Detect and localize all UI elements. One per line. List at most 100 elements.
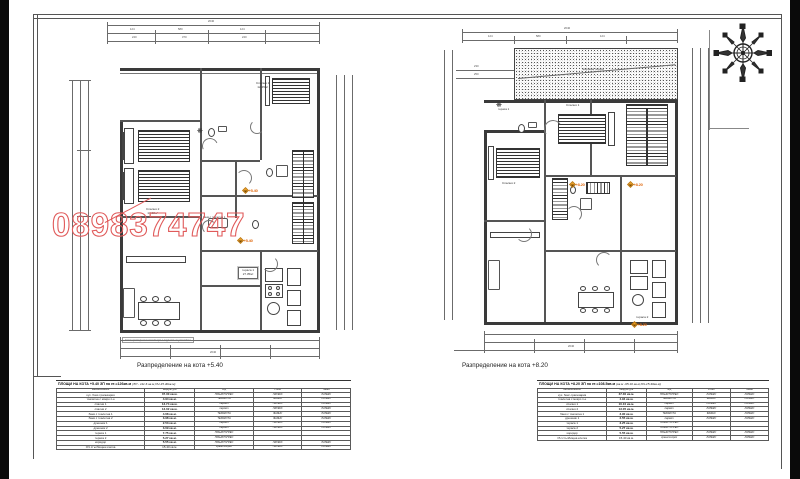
interior-wall-h4: [200, 250, 318, 252]
dim-tick: [319, 22, 320, 44]
dim-text-top-total: 2040: [208, 20, 215, 23]
room-label-bedroom-2: Спалня 2: [502, 181, 515, 186]
plant-symbol-icon: ❋: [496, 102, 502, 109]
plant-symbol-icon: ❋: [197, 128, 203, 135]
dim-chain-right-1: [336, 75, 337, 330]
counter-furniture: [126, 256, 186, 263]
table-cell: гранитогрес: [194, 444, 254, 451]
dim-chain-right-2: [700, 48, 701, 323]
staircase-landing: [586, 182, 610, 194]
dim-chain-left-2: [452, 50, 453, 320]
dim-tick: [534, 339, 535, 353]
exterior-wall-bottom: [120, 330, 320, 333]
plan-left-caption: Разпределение на кота +5.40: [137, 362, 223, 369]
kitchen-unit: [652, 302, 666, 318]
interior-wall-h2: [120, 216, 200, 218]
dim-text-top-c: 124: [240, 28, 245, 31]
areas-table-right: ПЛОЩИ НА КОТА +8.20 ЗП на ет.=108.5кв.м …: [536, 380, 770, 441]
right-black-bar: [790, 0, 800, 479]
interior-wall-h6: [200, 285, 260, 287]
toilet-fixture: [518, 124, 525, 133]
bed-furniture: [138, 170, 190, 202]
roof-terrace-area: [514, 48, 678, 100]
dim-tick: [77, 150, 91, 151]
door-swing-arc: [250, 120, 264, 134]
dim-tick: [120, 337, 121, 359]
fridge-appliance: [652, 260, 666, 278]
hob-burner: [276, 292, 280, 296]
dim-tick: [462, 29, 463, 43]
bed-furniture: [272, 78, 310, 104]
dim-tick: [265, 30, 266, 44]
compass-guide-line: [709, 30, 710, 130]
exterior-wall-top-inner: [120, 73, 320, 74]
sheet-border-right: [781, 14, 782, 469]
bed-furniture: [138, 130, 190, 162]
dining-chair: [604, 308, 610, 313]
wardrobe-furniture: [124, 168, 134, 204]
exterior-wall-right: [675, 100, 678, 325]
dim-tick: [155, 30, 156, 44]
interior-wall-v3: [235, 160, 237, 218]
dim-chain-top-1: [107, 25, 319, 26]
wardrobe-furniture: [488, 146, 494, 180]
dim-chain-bottom-1: [484, 334, 678, 335]
door-swing-arc: [202, 220, 216, 234]
dim-tick: [69, 80, 91, 81]
dim-chain-top-2: [462, 40, 677, 41]
dim-text-sec-a: 230: [474, 65, 479, 68]
kitchen-unit: [287, 310, 301, 326]
sofa-furniture: [488, 260, 500, 290]
interior-wall-v1: [544, 100, 546, 322]
title-bold: ПЛОЩИ НА КОТА +5.40 ЗП на ет.=126кв.м: [58, 382, 132, 386]
dim-tick: [319, 337, 320, 359]
dining-table: [138, 302, 180, 320]
dim-tick: [584, 339, 585, 353]
title-italic: (ЗП - 111.6 кв.м,ОЧ-15.40кв.м): [132, 382, 176, 386]
table-cell: ЛАТЕКС: [252, 444, 303, 451]
title-bold: ПЛОЩИ НА КОТА +8.20 ЗП на ет.=108.5кв.м: [539, 382, 616, 386]
dining-chair: [152, 320, 159, 326]
floor-plan-left: 2040 124 580 124 240 370 240: [60, 20, 365, 360]
stair-rail: [303, 150, 304, 244]
toilet-fixture: [208, 128, 215, 137]
areas-table-left: ПЛОЩИ НА КОТА +5.40 ЗП на ет.=126кв.м (З…: [55, 380, 351, 451]
door-swing-arc: [262, 256, 278, 272]
dim-tick: [69, 330, 91, 331]
bed-furniture: [496, 148, 540, 178]
wardrobe-furniture: [265, 76, 270, 106]
room-name: Спалня 2: [146, 207, 160, 211]
terrace-name: тераса 1: [242, 268, 255, 272]
dining-chair: [164, 320, 171, 326]
sofa-furniture: [123, 288, 135, 318]
dining-table: [578, 292, 614, 308]
dim-chain-bottom-1: [120, 340, 320, 341]
room-label-bath-corridor: баня с тоалетна 1: [203, 216, 225, 219]
room-name: баня с тоалетна 1: [203, 216, 226, 219]
plan-right-caption: Разпределение на кота +8.20: [462, 362, 548, 369]
dim-tick: [107, 22, 108, 44]
table-cell: ЛАТЕКС: [729, 435, 770, 441]
dim-chain-top-2: [107, 33, 319, 34]
dim-chain-right-2: [344, 75, 345, 330]
toilet-fixture: [266, 168, 273, 177]
dim-tick: [566, 36, 567, 44]
fridge-appliance: [287, 268, 301, 286]
room-name: тераса 1: [498, 107, 510, 111]
dim-chain-top-3: [107, 41, 319, 42]
dim-chain-top-1: [462, 32, 677, 33]
sheet-border-left-inner: [37, 14, 38, 376]
dim-text-top-a: 124: [130, 28, 135, 31]
dim-tick: [634, 339, 635, 353]
areas-table-right-title: ПЛОЩИ НА КОТА +8.20 ЗП на ет.=108.5кв.м …: [537, 380, 769, 386]
interior-wall-v2: [260, 68, 262, 160]
dining-chair: [580, 286, 586, 291]
sheet-border-bottom: [33, 376, 61, 377]
table-cell: 15.40 кв.м.: [144, 444, 196, 451]
kitchen-counter: [630, 260, 648, 274]
kitchen-hob: [630, 276, 648, 290]
